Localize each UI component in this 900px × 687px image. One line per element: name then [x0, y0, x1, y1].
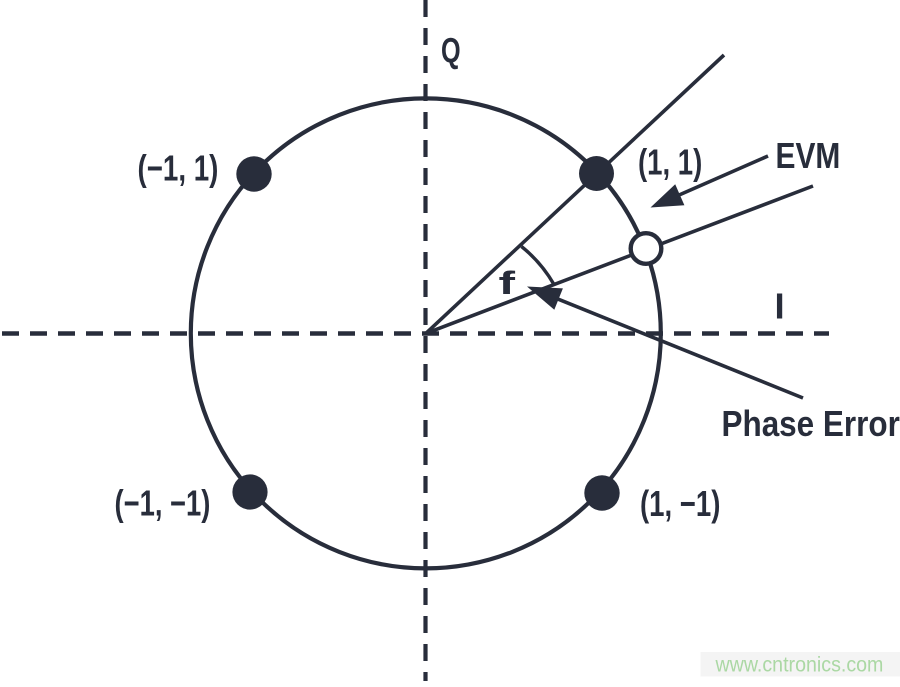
svg-text:(−1, −1): (−1, −1)	[115, 483, 211, 524]
svg-text:Q: Q	[441, 32, 461, 71]
svg-text:Phase Error: Phase Error	[722, 404, 900, 445]
svg-text:(1, 1): (1, 1)	[638, 142, 702, 183]
svg-text:www.cntronics.com: www.cntronics.com	[715, 654, 884, 677]
svg-text:f: f	[499, 265, 516, 301]
svg-text:(1, −1): (1, −1)	[640, 483, 720, 524]
svg-text:I: I	[775, 286, 785, 327]
svg-text:(−1, 1): (−1, 1)	[138, 148, 219, 189]
svg-text:EVM: EVM	[776, 136, 841, 176]
